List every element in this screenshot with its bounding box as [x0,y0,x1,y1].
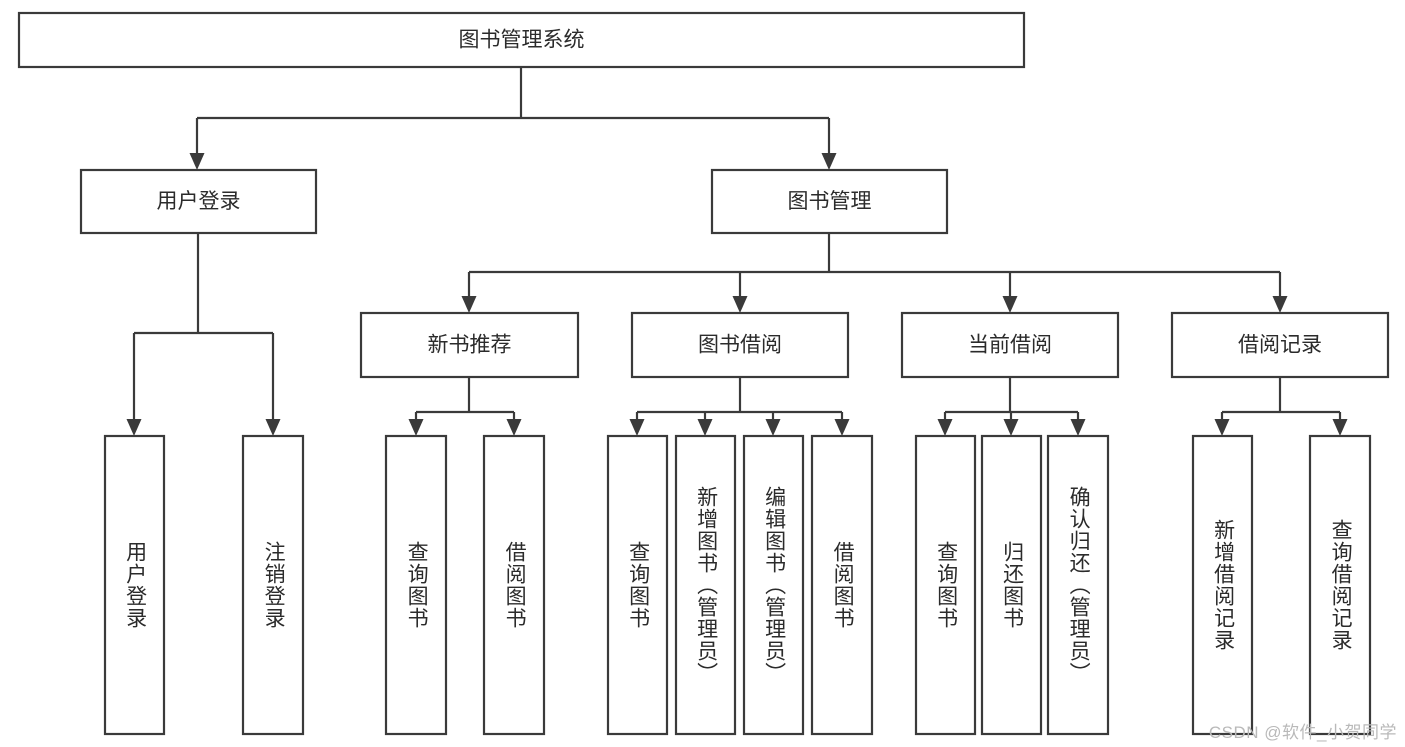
arrow-to-leaf-query-borrow-record-head [1332,419,1348,436]
node-borrow-record[interactable]: 借阅记录 [1170,311,1390,379]
arrow-to-leaf-query-borrow-record [1332,412,1348,436]
node-current-borrow[interactable]: 当前借阅 [900,311,1120,379]
leaf-node-box[interactable] [674,434,737,736]
root-node-label: 图书管理系统 [459,29,585,52]
level3-node-box[interactable] [1170,311,1390,379]
bus-new-book [416,377,514,414]
root-node-box[interactable] [17,11,1026,69]
node-leaf-query-book-2[interactable] [606,434,669,736]
arrow-to-current-borrow-head [1002,296,1018,313]
node-leaf-add-borrow-record[interactable] [1191,434,1254,736]
node-user-login[interactable]: 用户登录 [79,168,318,235]
arrow-to-leaf-borrow-book-1-head [506,419,522,436]
arrow-to-leaf-add-book-admin [697,412,713,436]
node-leaf-user-login[interactable] [103,434,166,736]
level2-node-label: 图书管理 [788,190,872,213]
leaf-node-box[interactable] [914,434,977,736]
arrow-to-book-borrow [732,272,748,313]
arrow-to-leaf-user-login-head [126,419,142,436]
leaf-node-box[interactable] [241,434,305,736]
node-leaf-borrow-book-1[interactable] [482,434,546,736]
arrow-to-leaf-query-book-3-head [937,419,953,436]
level3-node-label: 当前借阅 [968,334,1052,357]
arrow-to-leaf-confirm-return-admin-head [1070,419,1086,436]
arrow-to-borrow-record [1272,272,1288,313]
bus-borrow-record [1222,377,1340,414]
arrow-to-user-login [189,118,205,170]
arrow-to-leaf-add-book-admin-head [697,419,713,436]
arrow-to-book-manage-head [821,153,837,170]
node-book-borrow[interactable]: 图书借阅 [630,311,850,379]
node-book-manage[interactable]: 图书管理 [710,168,949,235]
arrow-to-leaf-user-login [126,333,142,436]
leaf-node-box[interactable] [606,434,669,736]
level3-node-label: 新书推荐 [428,334,512,357]
node-leaf-user-logout[interactable] [241,434,305,736]
node-new-book-recommend[interactable]: 新书推荐 [359,311,580,379]
arrow-to-leaf-borrow-book-2-head [834,419,850,436]
leaf-node-box[interactable] [810,434,874,736]
arrow-to-book-borrow-head [732,296,748,313]
node-leaf-query-book-3[interactable] [914,434,977,736]
leaf-node-box[interactable] [980,434,1043,736]
arrow-to-leaf-add-borrow-record-head [1214,419,1230,436]
bus-book-borrow [637,377,842,414]
arrow-to-new-book-recommend-head [461,296,477,313]
arrow-to-leaf-edit-book-admin [765,412,781,436]
node-leaf-edit-book-admin[interactable] [742,434,805,736]
arrow-to-leaf-query-book-2 [629,412,645,436]
csdn-watermark: CSDN @软件_小贺同学 [1208,723,1397,742]
level3-node-box[interactable] [359,311,580,379]
level2-node-box[interactable] [710,168,949,235]
arrow-to-leaf-query-book-1-head [408,419,424,436]
leaf-node-box[interactable] [1308,434,1372,736]
level3-node-box[interactable] [900,311,1120,379]
leaf-node-box[interactable] [482,434,546,736]
arrow-to-leaf-query-book-3 [937,412,953,436]
leaf-node-box[interactable] [1191,434,1254,736]
arrow-to-leaf-return-book-head [1003,419,1019,436]
bus-current-borrow [945,377,1078,414]
leaf-node-box[interactable] [384,434,448,736]
level3-node-label: 图书借阅 [698,334,782,357]
leaf-node-box[interactable] [742,434,805,736]
arrow-to-leaf-return-book [1003,412,1019,436]
arrow-to-current-borrow [1002,272,1018,313]
arrow-to-leaf-query-book-2-head [629,419,645,436]
node-leaf-query-borrow-record[interactable] [1308,434,1372,736]
level2-node-label: 用户登录 [157,190,241,213]
node-leaf-confirm-return-admin[interactable] [1046,434,1110,736]
arrow-to-new-book-recommend [461,272,477,313]
node-leaf-borrow-book-2[interactable] [810,434,874,736]
node-leaf-add-book-admin[interactable] [674,434,737,736]
bus-user-login [134,233,273,335]
level2-node-box[interactable] [79,168,318,235]
arrow-to-leaf-confirm-return-admin [1070,412,1086,436]
arrow-to-leaf-query-book-1 [408,412,424,436]
arrow-to-user-login-head [189,153,205,170]
node-leaf-return-book[interactable] [980,434,1043,736]
bus-root [197,67,829,120]
arrow-to-leaf-add-borrow-record [1214,412,1230,436]
level3-node-box[interactable] [630,311,850,379]
connector-layer [126,67,1348,436]
leaf-node-box[interactable] [103,434,166,736]
arrow-to-book-manage [821,118,837,170]
arrow-to-leaf-user-logout [265,333,281,436]
node-leaf-query-book-1[interactable] [384,434,448,736]
arrow-to-leaf-edit-book-admin-head [765,419,781,436]
arrow-to-leaf-user-logout-head [265,419,281,436]
arrow-to-borrow-record-head [1272,296,1288,313]
bus-book-manage [469,233,1280,274]
node-root[interactable]: 图书管理系统 [17,11,1026,69]
level3-node-label: 借阅记录 [1238,334,1322,357]
leaf-node-box[interactable] [1046,434,1110,736]
arrow-to-leaf-borrow-book-1 [506,412,522,436]
arrow-to-leaf-borrow-book-2 [834,412,850,436]
